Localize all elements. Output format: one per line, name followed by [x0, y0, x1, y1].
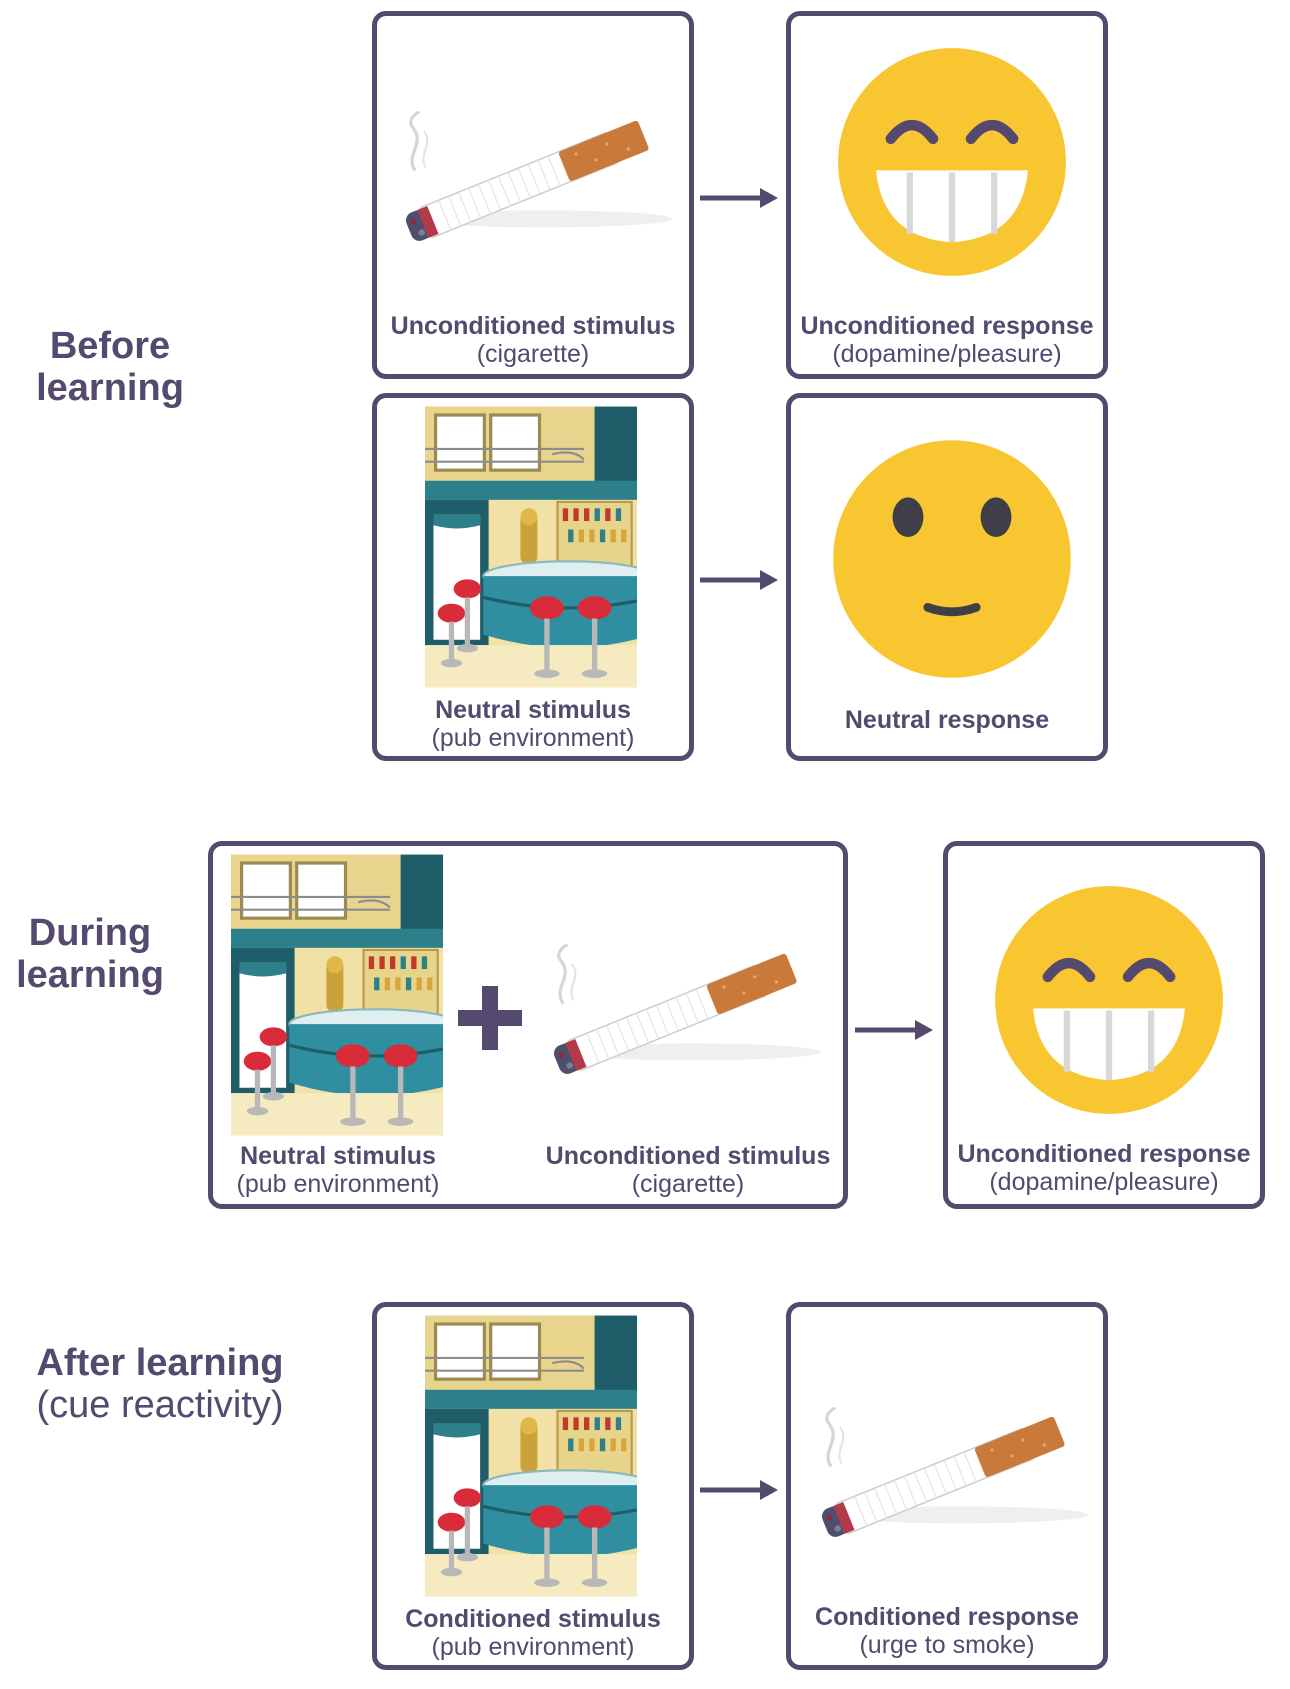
caption-sub: (dopamine/pleasure)	[832, 340, 1062, 368]
grinning-face-icon	[993, 884, 1225, 1116]
caption-sub: (cigarette)	[476, 340, 590, 368]
caption-title: Neutral stimulus	[435, 696, 631, 724]
caption: Neutral stimulus (pub environment)	[377, 696, 689, 752]
caption-title: Unconditioned response	[957, 1140, 1251, 1168]
caption-sub: (pub environment)	[431, 724, 635, 752]
box-conditioned-response: Conditioned response (urge to smoke)	[786, 1302, 1108, 1670]
arrow-right-icon	[855, 1018, 935, 1042]
row-label-line: After learning	[36, 1342, 284, 1384]
caption-sub: (urge to smoke)	[859, 1631, 1035, 1659]
row-label-after: After learning (cue reactivity)	[10, 1342, 310, 1426]
box-paired-stimulus: Neutral stimulus (pub environment) Uncon…	[208, 841, 848, 1209]
caption-title: Unconditioned response	[800, 312, 1094, 340]
caption: Unconditioned response (dopamine/pleasur…	[948, 1140, 1260, 1196]
row-label-before: Before learning	[10, 325, 210, 409]
arrow-right-icon	[700, 568, 780, 592]
caption-title: Conditioned stimulus	[405, 1605, 661, 1633]
caption-title: Neutral response	[844, 706, 1050, 734]
caption-sub: (pub environment)	[431, 1633, 635, 1661]
caption-title: Unconditioned stimulus	[390, 312, 676, 340]
caption: Unconditioned response (dopamine/pleasur…	[791, 312, 1103, 368]
cigarette-icon	[383, 111, 683, 241]
caption: Neutral response	[791, 706, 1103, 734]
box-conditioned-stimulus: Conditioned stimulus (pub environment)	[372, 1302, 694, 1670]
caption-sub: (pub environment)	[236, 1170, 440, 1198]
arrow-right-icon	[700, 1478, 780, 1502]
box-unconditioned-response: Unconditioned response (dopamine/pleasur…	[943, 841, 1265, 1209]
arrow-right-icon	[700, 186, 780, 210]
row-label-during: During learning	[0, 912, 180, 996]
box-unconditioned-response: Unconditioned response (dopamine/pleasur…	[786, 11, 1108, 379]
caption-title: Neutral stimulus	[240, 1142, 436, 1170]
cigarette-icon	[799, 1407, 1099, 1537]
caption-title: Conditioned response	[815, 1603, 1079, 1631]
row-label-line: During	[28, 912, 152, 954]
caption: Unconditioned stimulus (cigarette)	[533, 1142, 843, 1198]
plus-icon	[458, 986, 522, 1050]
caption: Conditioned response (urge to smoke)	[791, 1603, 1103, 1659]
pub-scene-icon	[425, 406, 637, 688]
caption-title: Unconditioned stimulus	[545, 1142, 831, 1170]
row-label-line: (cue reactivity)	[36, 1384, 284, 1426]
box-neutral-stimulus: Neutral stimulus (pub environment)	[372, 393, 694, 761]
caption: Neutral stimulus (pub environment)	[213, 1142, 463, 1198]
box-unconditioned-stimulus: Unconditioned stimulus (cigarette)	[372, 11, 694, 379]
caption-sub: (dopamine/pleasure)	[989, 1168, 1219, 1196]
cigarette-icon	[531, 944, 831, 1074]
row-label-line: Before	[49, 325, 171, 367]
caption-sub: (cigarette)	[631, 1170, 745, 1198]
caption: Conditioned stimulus (pub environment)	[377, 1605, 689, 1661]
grinning-face-icon	[836, 46, 1068, 278]
caption: Unconditioned stimulus (cigarette)	[377, 312, 689, 368]
pub-scene-icon	[231, 854, 443, 1136]
neutral-face-icon	[831, 438, 1073, 680]
pub-scene-icon	[425, 1315, 637, 1597]
row-label-line: learning	[36, 367, 184, 409]
box-neutral-response: Neutral response	[786, 393, 1108, 761]
row-label-line: learning	[16, 954, 164, 996]
